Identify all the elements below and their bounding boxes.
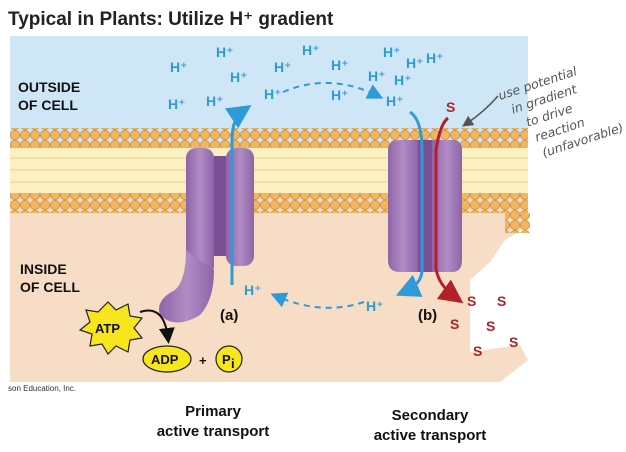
outside-label-2: OF CELL <box>18 97 78 113</box>
inside-proton-b: H⁺ <box>366 298 384 314</box>
inside-proton-a: H⁺ <box>244 282 262 298</box>
solute-ion: S <box>467 293 476 309</box>
proton-ion: H⁺ <box>386 93 404 109</box>
pump-a-label: (a) <box>220 307 238 324</box>
pump-a-proton-arrow <box>224 105 252 285</box>
pump-b-proton-arrow <box>395 110 424 297</box>
outside-proton-arc <box>282 81 384 99</box>
inside-label-1: INSIDE <box>20 261 67 277</box>
atp-hydrolysis-arrow <box>139 309 175 344</box>
secondary-caption-2: active transport <box>374 427 487 444</box>
proton-ion: H⁺ <box>264 86 282 102</box>
atp-starburst: ATP <box>78 301 144 355</box>
plus-sign: + <box>199 353 207 368</box>
solute-ion: S <box>450 316 459 332</box>
solute-ion: S <box>509 334 518 350</box>
handwritten-annotation: use potential in gradient to drive react… <box>496 63 625 160</box>
inside-label-2: OF CELL <box>20 279 80 295</box>
primary-caption-2: active transport <box>157 423 270 440</box>
proton-ion: H⁺ <box>170 59 188 75</box>
outside-label-1: OUTSIDE <box>18 79 80 95</box>
publisher-credit: son Education, Inc. <box>8 384 76 393</box>
adp-ellipse: ADP <box>142 345 192 373</box>
proton-ion: H⁺ <box>368 68 386 84</box>
proton-ion: H⁺ <box>216 44 234 60</box>
solute-ion: S <box>473 343 482 359</box>
proton-ion: H⁺ <box>406 55 424 71</box>
proton-ion: H⁺ <box>394 72 412 88</box>
pi-circle: P i <box>215 345 243 373</box>
adp-label: ADP <box>151 352 179 367</box>
membrane-edge-heads <box>505 213 530 233</box>
secondary-transporter <box>388 140 462 272</box>
proton-ion: H⁺ <box>274 59 292 75</box>
inside-proton-arc <box>270 292 365 309</box>
annotation-arrow <box>462 95 499 127</box>
proton-ion: H⁺ <box>230 69 248 85</box>
proton-ion: H⁺ <box>206 93 224 109</box>
diagram-title: Typical in Plants: Utilize H⁺ gradient <box>8 9 334 30</box>
outside-protons: H⁺ H⁺ H⁺ H⁺ H⁺ H⁺ H⁺ H⁺ H⁺ H⁺ H⁺ H⁺ H⁺ H… <box>168 42 444 112</box>
proton-ion: H⁺ <box>331 87 349 103</box>
proton-ion: H⁺ <box>426 50 444 66</box>
proton-ion: H⁺ <box>383 44 401 60</box>
secondary-caption-1: Secondary <box>392 407 469 424</box>
solute-ion: S <box>497 293 506 309</box>
solute-arrow <box>434 116 464 304</box>
solute-ion: S <box>486 318 495 334</box>
proton-ion: H⁺ <box>168 96 186 112</box>
primary-caption-1: Primary <box>185 403 242 420</box>
proton-ion: H⁺ <box>331 57 349 73</box>
pi-label: P <box>222 352 231 367</box>
inside-solutes: S S S S S S <box>450 293 518 359</box>
pi-subscript: i <box>231 356 235 371</box>
atp-label: ATP <box>95 321 120 336</box>
pump-b-label: (b) <box>418 307 437 324</box>
outside-solute: S <box>446 99 455 115</box>
proton-ion: H⁺ <box>302 42 320 58</box>
